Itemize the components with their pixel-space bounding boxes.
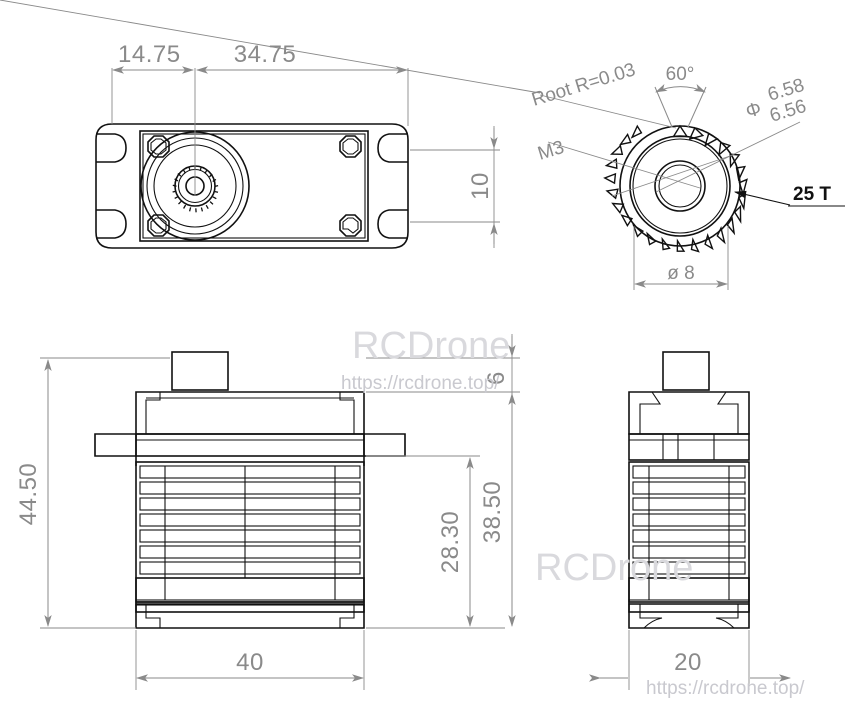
front-view-dimension-lines xyxy=(40,334,520,690)
watermark-url-bottom: https://rcdrone.top/ xyxy=(646,678,805,699)
spline-detail-annotations xyxy=(0,0,845,290)
note-phi-symbol: Φ xyxy=(743,98,764,123)
note-root-r: Root R=0.03 xyxy=(529,59,638,110)
side-view-dimension-lines xyxy=(589,630,791,690)
note-60-deg: 60° xyxy=(666,64,695,85)
top-view-geometry xyxy=(95,68,409,249)
watermark-url-top: https://rcdrone.top/ xyxy=(341,373,500,394)
dim-6: 6 xyxy=(483,371,510,385)
spline-detail-geometry xyxy=(603,124,748,253)
spline-teeth-detail xyxy=(603,124,748,253)
dim-38-50: 38.50 xyxy=(479,481,506,544)
dim-44-50: 44.50 xyxy=(15,463,42,526)
watermark-brand-middle: RCDrone xyxy=(535,547,693,589)
watermark-brand-top: RCDrone xyxy=(352,325,510,367)
dim-34-75: 34.75 xyxy=(234,41,297,68)
top-view-dimension-lines xyxy=(111,66,500,248)
note-diameter-8: ø 8 xyxy=(667,263,694,284)
note-m3: M3 xyxy=(535,137,566,165)
hex-screw-top-right xyxy=(339,135,362,158)
side-view-geometry xyxy=(628,351,750,629)
side-heatsink-fins xyxy=(632,465,746,600)
note-25-teeth: 25 T xyxy=(793,184,831,205)
dim-14-75: 14.75 xyxy=(118,41,181,68)
dim-28-30: 28.30 xyxy=(437,511,464,574)
heatsink-fins xyxy=(139,465,361,600)
front-view-geometry xyxy=(94,351,406,629)
dim-40: 40 xyxy=(236,649,264,676)
hex-screw-bottom-right xyxy=(339,214,362,237)
dim-20: 20 xyxy=(674,649,702,676)
dim-10: 10 xyxy=(467,172,494,200)
